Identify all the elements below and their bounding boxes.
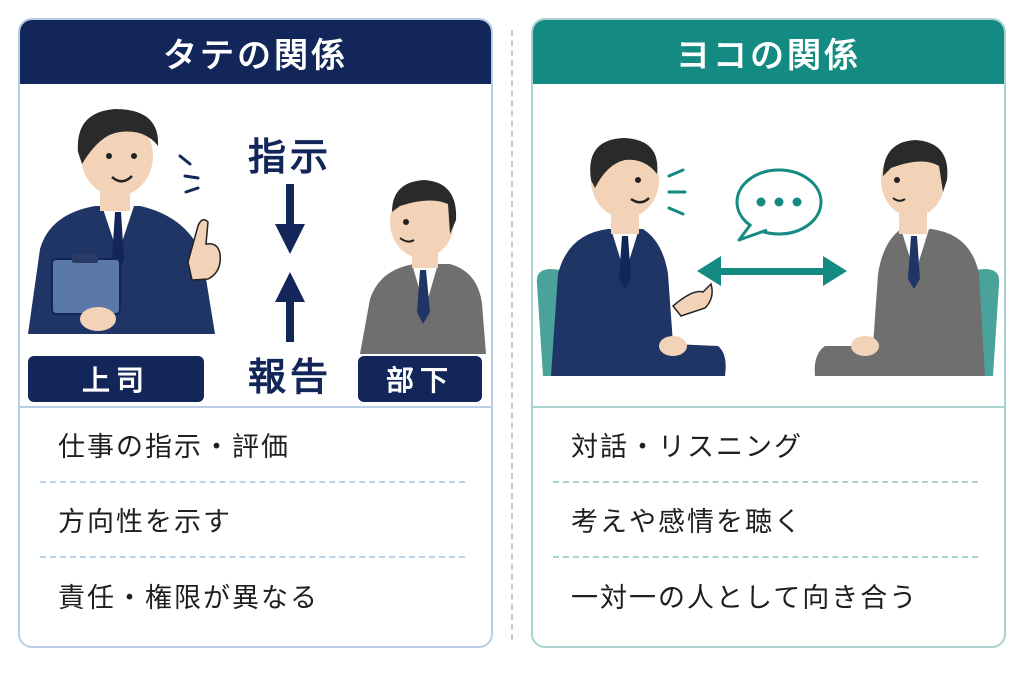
horizontal-title: ヨコの関係: [533, 20, 1004, 84]
speech-bubble-icon: [735, 168, 823, 242]
speech-lines-icon: [178, 154, 200, 194]
speech-lines-icon: [667, 168, 687, 216]
subordinate-label: 部下: [358, 356, 482, 402]
center-divider: [511, 30, 513, 640]
horizontal-relationship-panel: ヨコの関係: [531, 18, 1006, 648]
subordinate-figure: [360, 180, 486, 354]
list-item: 仕事の指示・評価: [40, 408, 465, 483]
panel-divider: [20, 406, 491, 408]
speaker-figure: [551, 138, 726, 376]
horizontal-scene: [536, 138, 1000, 376]
vertical-title: タテの関係: [20, 20, 491, 84]
instruction-label: 指示: [248, 135, 333, 179]
list-item: 考えや感情を聴く: [553, 483, 978, 558]
vertical-scene: [28, 109, 486, 354]
down-arrow-icon: [275, 184, 305, 254]
list-item: 一対一の人として向き合う: [571, 583, 919, 614]
panel-divider: [533, 406, 1004, 408]
list-item: 責任・権限が異なる: [58, 583, 319, 614]
list-item: 対話・リスニング: [553, 408, 978, 483]
boss-figure: [28, 109, 221, 334]
horizontal-items-list: 対話・リスニング 考えや感情を聴く 一対一の人として向き合う: [553, 408, 978, 633]
list-item: 方向性を示す: [40, 483, 465, 558]
vertical-items-list: 仕事の指示・評価 方向性を示す 責任・権限が異なる: [40, 408, 465, 633]
up-arrow-icon: [275, 272, 305, 342]
vertical-illustration: 指示 報告 上司 部下: [20, 84, 491, 406]
report-label: 報告: [248, 355, 333, 399]
boss-label: 上司: [28, 356, 204, 402]
double-arrow-icon: [697, 256, 847, 286]
listener-figure: [814, 140, 985, 376]
vertical-relationship-panel: タテの関係: [18, 18, 493, 648]
horizontal-illustration: [533, 84, 1004, 406]
